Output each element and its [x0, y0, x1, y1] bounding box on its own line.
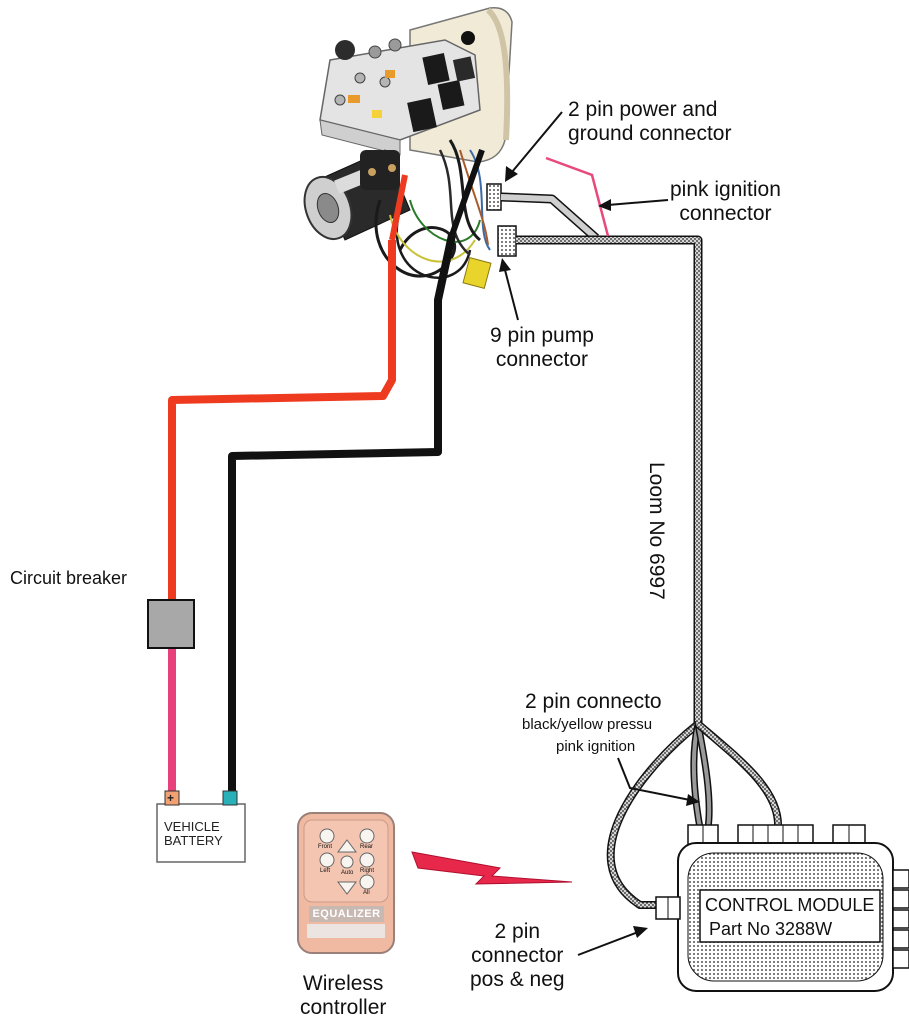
remote-label-rear: Rear: [360, 844, 374, 850]
remote-button-right: [359, 852, 375, 868]
wireless-remote: [297, 812, 395, 954]
remote-button-auto: [340, 855, 354, 869]
label-pink-ignition-small: pink ignition: [556, 738, 636, 755]
label-pos-neg-line1: 2 pin: [494, 920, 541, 943]
label-wireless-controller: Wireless controller: [300, 972, 386, 1020]
annotation-arrows: [499, 111, 700, 956]
remote-button-left: [319, 852, 335, 868]
remote-button-front: [319, 828, 335, 844]
loom-cable: [500, 192, 783, 909]
battery-negative-terminal: [222, 790, 238, 806]
remote-down-icon: [337, 881, 357, 895]
control-module-label: CONTROL MODULE Part No 3288W: [705, 894, 874, 940]
remote-label-left: Left: [320, 868, 331, 874]
remote-label-front: Front: [318, 844, 333, 850]
remote-up-icon: [337, 839, 357, 853]
label-pump-line1: 9 pin pump: [490, 324, 594, 347]
label-pink-ignition-connector: pink ignition connector: [670, 178, 781, 226]
label-power-ground-line1: 2 pin power and: [568, 98, 718, 121]
nine-pin-pump-connector: [497, 225, 517, 257]
label-wireless-line1: Wireless: [302, 972, 384, 995]
vehicle-battery: [156, 790, 246, 863]
battery-label-line2: BATTERY: [164, 833, 223, 848]
label-circuit-breaker: Circuit breaker: [10, 568, 128, 588]
remote-brand-label: EQUALIZER: [309, 906, 384, 922]
control-module-title: CONTROL MODULE: [705, 895, 875, 915]
label-pump-line2: connector: [495, 348, 589, 371]
positive-cable: [168, 240, 396, 600]
remote-label-right: Right: [360, 868, 375, 874]
pink-ignition-wire: [545, 156, 610, 237]
negative-cable: [228, 234, 456, 792]
remote-label-auto: Auto: [341, 870, 354, 876]
label-pos-neg-line3: pos & neg: [470, 968, 565, 991]
control-module: [655, 824, 909, 992]
battery-plus-sign: +: [167, 791, 175, 805]
label-power-ground-connector: 2 pin power and ground connector: [568, 98, 731, 146]
label-power-ground-line2: ground connector: [568, 122, 732, 145]
label-pos-neg-line2: connector: [471, 944, 564, 967]
battery-positive-terminal: [164, 790, 180, 806]
label-pink-ignition-line2: connector: [679, 202, 772, 225]
label-two-pin-connecto: 2 pin connecto: [525, 690, 662, 713]
label-pump-connector: 9 pin pump connector: [490, 324, 594, 372]
remote-label-all: All: [363, 890, 370, 896]
battery-label: VEHICLE BATTERY: [164, 820, 223, 848]
battery-label-line1: VEHICLE: [164, 819, 220, 834]
label-pos-neg-connector: 2 pin connector pos & neg: [470, 920, 565, 992]
remote-button-rear: [359, 828, 375, 844]
label-pink-ignition-line1: pink ignition: [670, 178, 781, 201]
label-wireless-line2: controller: [300, 996, 387, 1019]
wireless-signal-icon: [411, 851, 573, 885]
control-module-part-number: Part No 3288W: [709, 919, 833, 939]
label-loom-number: Loom No 6997: [645, 462, 668, 600]
hydraulic-pump-unit: [303, 7, 513, 290]
circuit-breaker: [147, 599, 195, 649]
label-black-yellow-pressure: black/yellow pressu: [522, 716, 653, 733]
power-cables: [168, 234, 456, 792]
remote-button-all: [359, 874, 375, 890]
two-pin-power-connector: [486, 183, 502, 211]
